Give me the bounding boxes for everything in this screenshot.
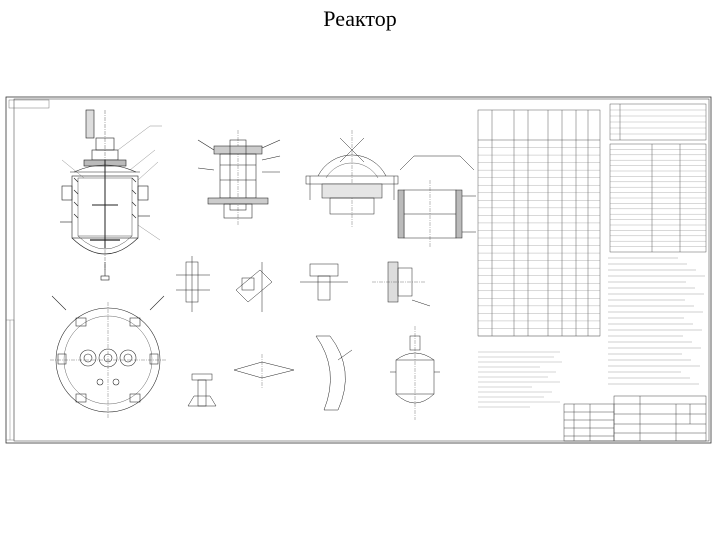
detail-bottom-row <box>187 326 440 420</box>
slide-title: Реактор <box>323 6 397 31</box>
tech-table-rows <box>610 149 706 247</box>
header-table-rows <box>610 109 706 135</box>
nozzle-table-rows <box>478 147 600 337</box>
detail-nozzle-section <box>397 155 476 248</box>
reactor-main-view <box>60 109 150 281</box>
notes-block <box>478 351 562 408</box>
reactor-plan-view <box>50 295 166 418</box>
sheet-inner-frame <box>13 98 710 442</box>
corner-stamp <box>8 99 50 109</box>
detail-seal-unit <box>197 130 281 225</box>
left-margin-strip <box>5 319 15 441</box>
detail-small-row <box>176 256 431 312</box>
main-view-leaders <box>61 125 162 241</box>
sheet-border <box>5 96 712 444</box>
detail-flange-arc <box>305 130 399 228</box>
title-block <box>563 395 707 442</box>
tech-requirements-text <box>608 257 705 385</box>
